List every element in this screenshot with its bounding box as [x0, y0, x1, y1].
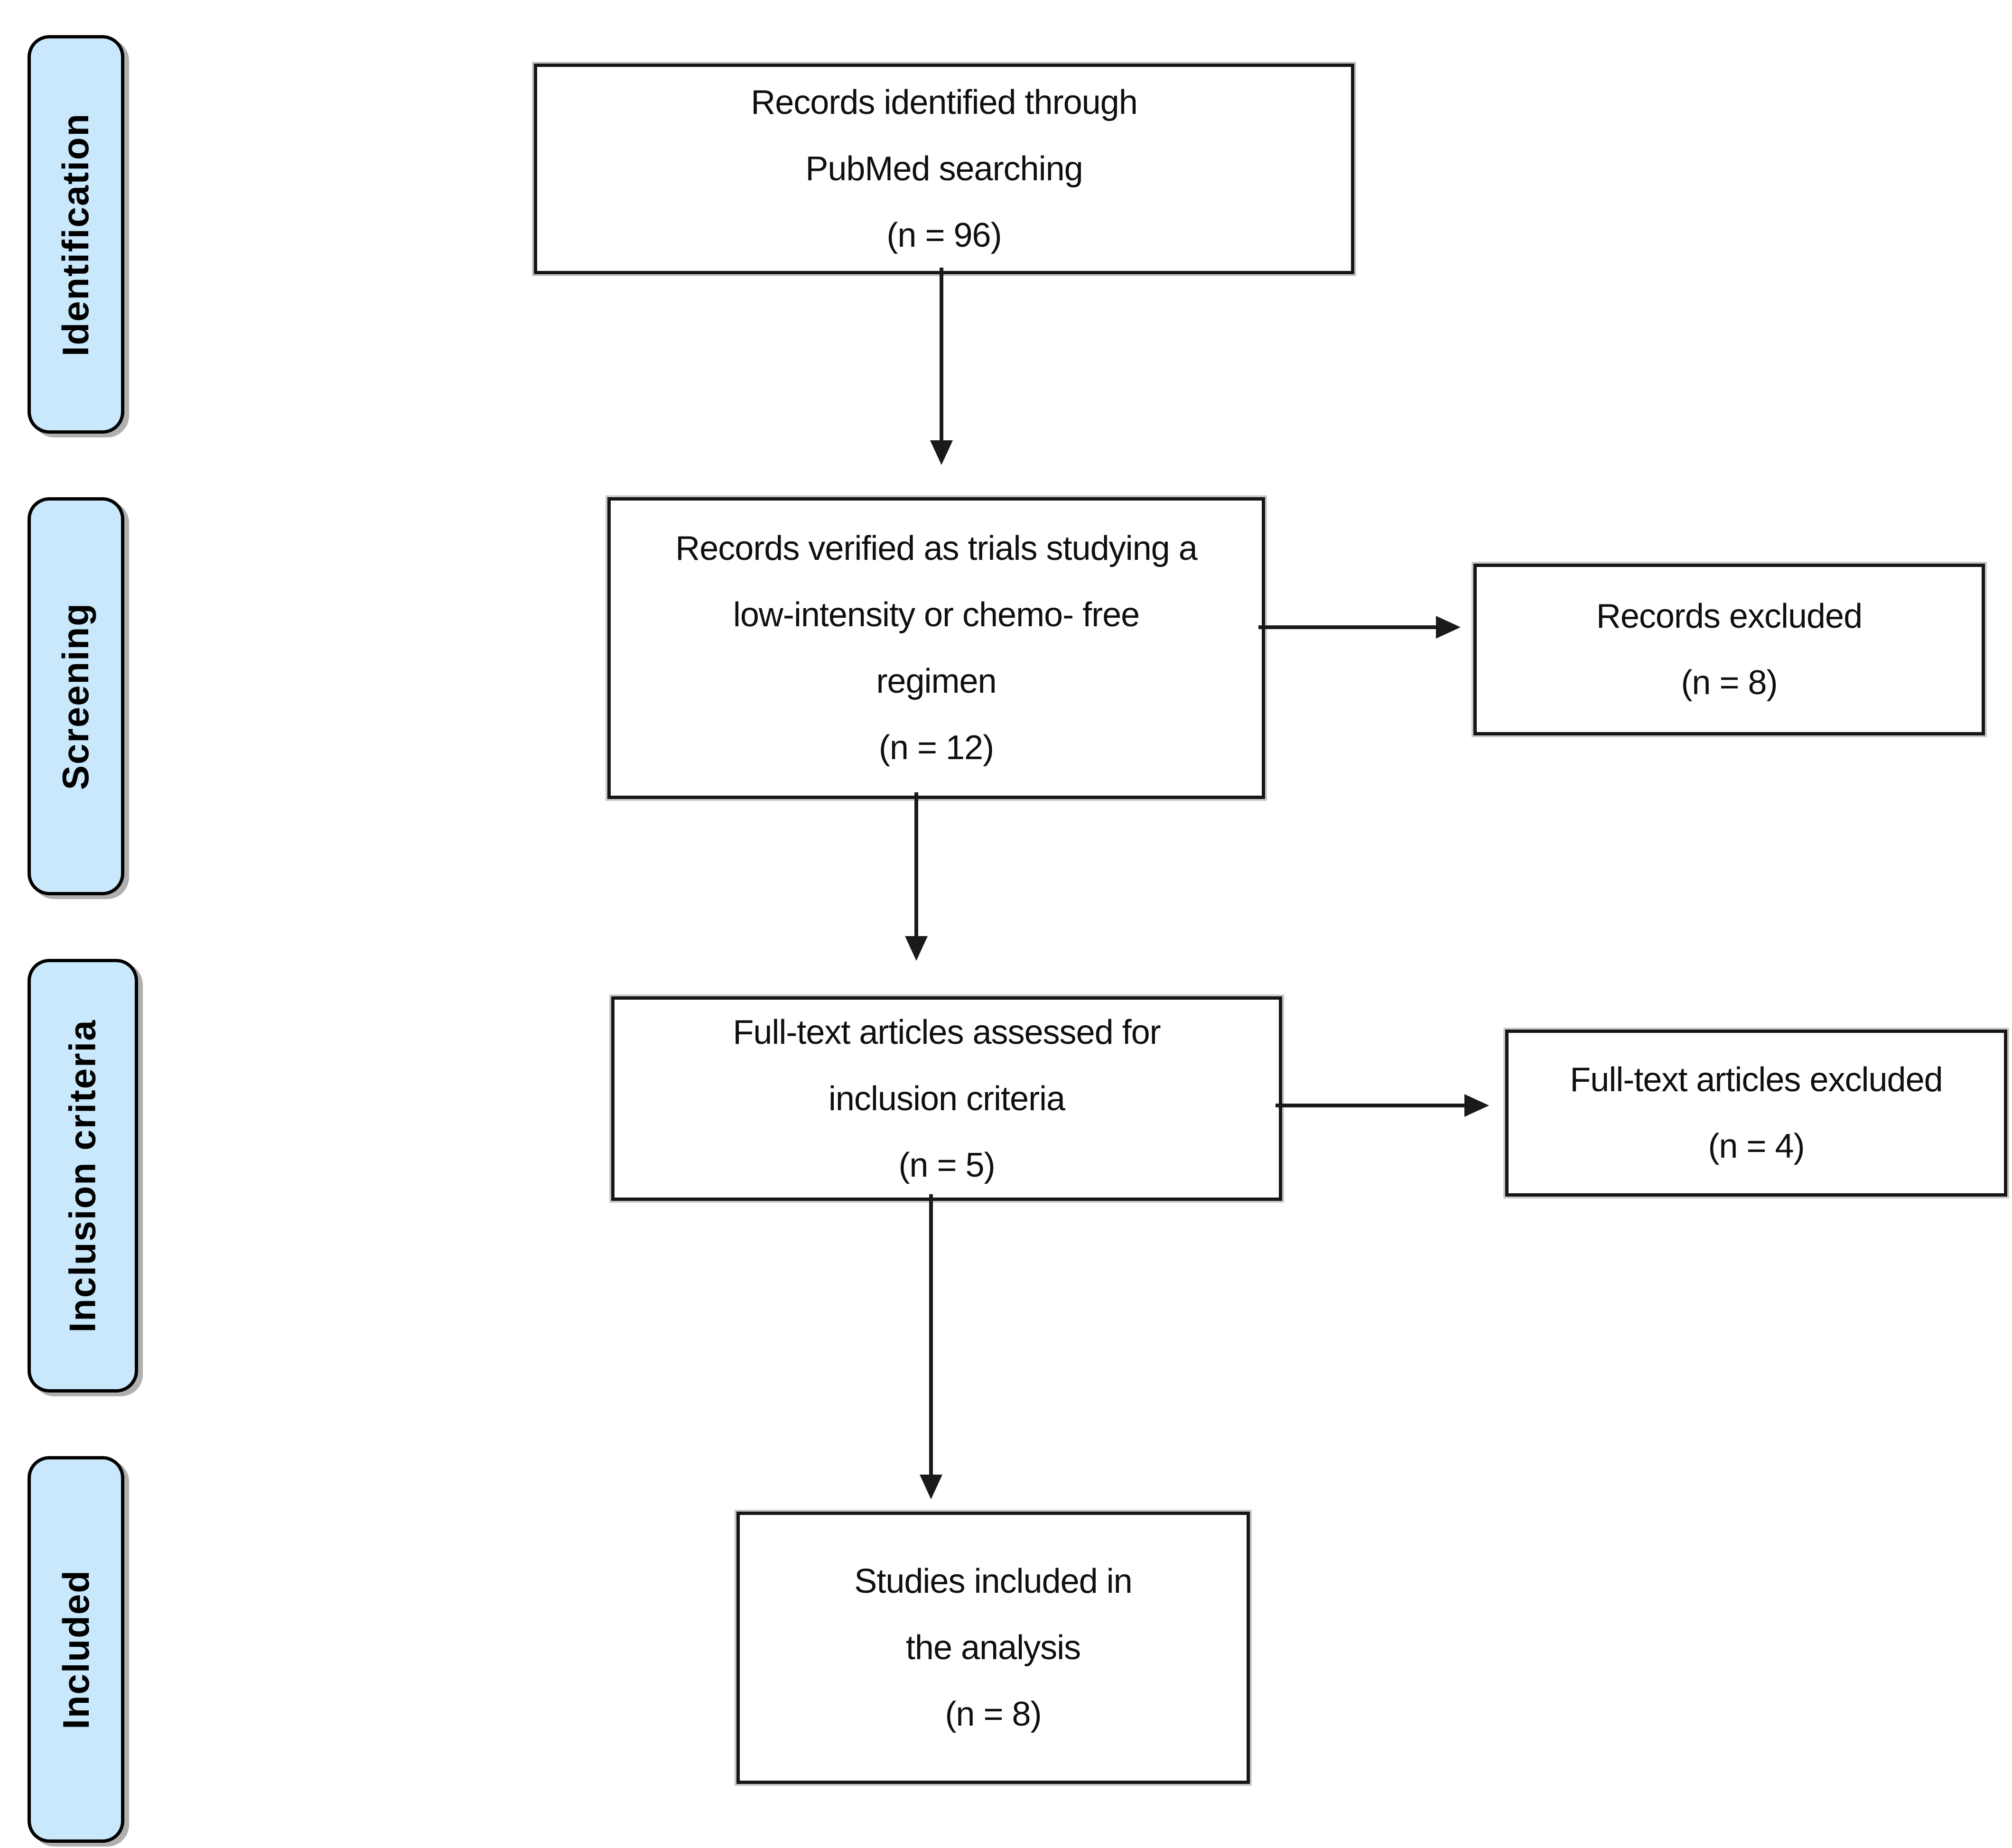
stage-identification: Identification — [28, 35, 124, 434]
box-fulltext-excluded-count: (n = 4) — [1708, 1127, 1805, 1165]
box-fulltext-assessed-line2: inclusion criteria — [828, 1079, 1065, 1118]
stage-included: Included — [28, 1456, 124, 1843]
arrow-identified-to-verified-line — [940, 268, 943, 442]
box-studies-included-line1: Studies included in — [854, 1562, 1132, 1600]
stage-identification-label: Identification — [55, 112, 97, 356]
box-fulltext-assessed-count: (n = 5) — [898, 1146, 995, 1184]
box-fulltext-assessed-line1: Full-text articles assessed for — [733, 1013, 1161, 1051]
stage-screening-label: Screening — [55, 602, 97, 790]
arrow-fulltext-to-included-line — [929, 1194, 933, 1477]
box-records-verified: Records verified as trials studying a lo… — [607, 497, 1265, 799]
box-studies-included-line2: the analysis — [905, 1629, 1081, 1667]
arrow-fulltext-to-included-head-icon — [920, 1475, 942, 1499]
box-fulltext-excluded: Full-text articles excluded (n = 4) — [1505, 1030, 2007, 1197]
arrow-verified-to-fulltext-head-icon — [905, 936, 928, 961]
stage-inclusion-criteria-label: Inclusion criteria — [62, 1019, 104, 1333]
arrow-verified-to-fulltext-line — [914, 792, 918, 938]
arrow-identified-to-verified-head-icon — [930, 440, 953, 465]
box-records-excluded-count: (n = 8) — [1681, 664, 1778, 702]
box-studies-included-count: (n = 8) — [945, 1695, 1042, 1733]
box-studies-included: Studies included in the analysis (n = 8) — [736, 1512, 1250, 1784]
box-records-identified: Records identified through PubMed search… — [534, 64, 1354, 274]
arrow-verified-to-excluded-line — [1258, 625, 1439, 629]
stage-screening: Screening — [28, 497, 124, 895]
box-records-identified-line2: PubMed searching — [805, 150, 1083, 188]
box-records-verified-line2: low-intensity or chemo- free — [733, 596, 1140, 634]
box-records-identified-line1: Records identified through — [751, 84, 1138, 121]
stage-inclusion-criteria: Inclusion criteria — [28, 959, 138, 1393]
box-records-identified-count: (n = 96) — [886, 216, 1002, 254]
box-records-excluded-line1: Records excluded — [1596, 597, 1863, 635]
box-records-verified-line3: regimen — [876, 662, 997, 700]
box-fulltext-excluded-line1: Full-text articles excluded — [1570, 1061, 1943, 1099]
arrow-verified-to-excluded-head-icon — [1436, 616, 1461, 639]
box-fulltext-assessed: Full-text articles assessed for inclusio… — [611, 996, 1282, 1201]
stage-included-label: Included — [55, 1569, 97, 1729]
arrow-fulltext-to-excluded-head-icon — [1464, 1094, 1489, 1117]
box-records-excluded: Records excluded (n = 8) — [1473, 564, 1985, 735]
box-records-verified-line1: Records verified as trials studying a — [675, 529, 1198, 567]
arrow-fulltext-to-excluded-line — [1276, 1104, 1467, 1107]
box-records-verified-count: (n = 12) — [878, 729, 994, 767]
